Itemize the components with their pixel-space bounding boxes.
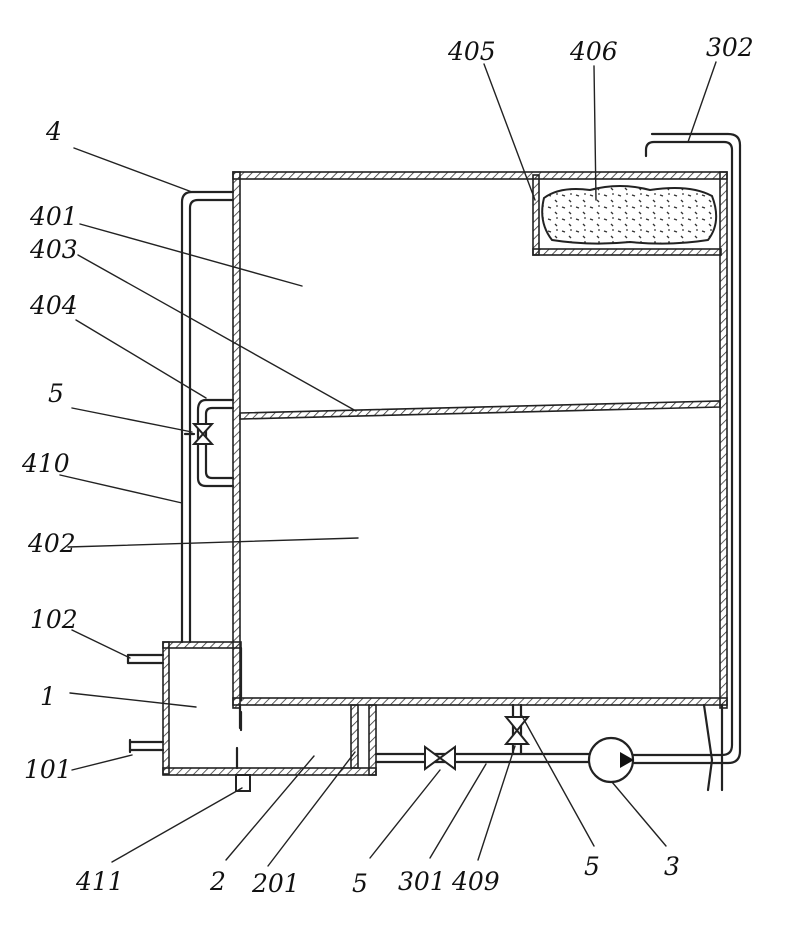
bottom-box (162, 703, 377, 776)
label-411: 411 (75, 867, 124, 896)
filter-material (541, 185, 718, 245)
valve-5-vertical (503, 716, 531, 745)
label-5-vertical: 5 (584, 852, 600, 881)
connector-409 (503, 703, 531, 756)
label-3: 3 (664, 852, 680, 881)
labels: 4 401 403 404 5 410 402 102 1 101 405 40… (21, 33, 754, 898)
label-406: 406 (569, 37, 618, 66)
pipe-101 (128, 738, 165, 754)
drain-411 (235, 774, 251, 792)
label-5-left: 5 (48, 379, 64, 408)
label-410: 410 (21, 449, 70, 478)
label-301: 301 (398, 867, 446, 896)
label-2: 2 (209, 867, 226, 896)
pipe-301 (374, 745, 592, 771)
valve-5-bottom (424, 745, 456, 771)
pipe-102 (126, 653, 165, 665)
main-tank (232, 171, 728, 709)
label-405: 405 (447, 37, 496, 66)
label-402: 402 (27, 529, 76, 558)
label-409: 409 (451, 867, 500, 896)
left-valve-assembly (183, 398, 235, 488)
label-302: 302 (706, 33, 754, 62)
label-404: 404 (29, 291, 78, 320)
label-102: 102 (30, 605, 78, 634)
inlet-box (162, 641, 243, 775)
label-201: 201 (251, 869, 300, 898)
pipe-302 (631, 132, 742, 765)
label-101: 101 (24, 755, 72, 784)
label-401: 401 (29, 202, 78, 231)
label-1: 1 (40, 682, 56, 711)
label-4: 4 (45, 117, 62, 146)
top-chamber (532, 174, 722, 256)
leader-lines (59, 61, 717, 867)
label-5-bottom: 5 (352, 869, 368, 898)
valve-5-left (191, 423, 215, 445)
label-403: 403 (29, 235, 78, 264)
partition-plate (239, 400, 721, 420)
support-leg (702, 703, 724, 792)
pump-3 (587, 736, 635, 784)
